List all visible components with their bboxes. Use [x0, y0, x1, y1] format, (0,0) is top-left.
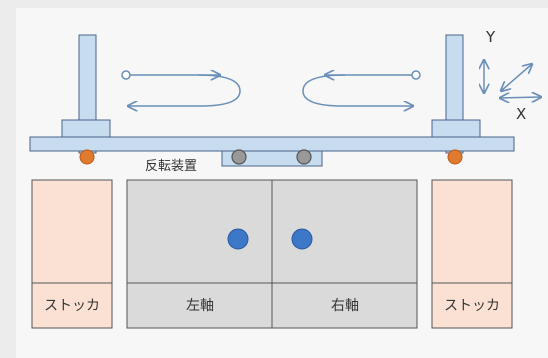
right-stocker-box [431, 179, 513, 329]
horizontal-rail [29, 136, 515, 152]
reversing-device-label: 反転装置 [145, 159, 198, 174]
left-motion-arrow [121, 71, 241, 106]
right-axis-dot [291, 228, 313, 250]
left-axis-dot [227, 228, 249, 250]
left-mount-block [61, 119, 111, 139]
xy-axis-indicator [484, 60, 541, 98]
axis-y-label: Y [486, 28, 496, 46]
axis-x-label: X [516, 105, 527, 123]
right-mount-block [431, 119, 481, 139]
left-stocker-box [31, 179, 113, 329]
reversing-device-roller-right [296, 149, 312, 165]
right-stocker-label: ストッカ [444, 298, 500, 314]
left-axis-label: 左軸 [186, 298, 214, 314]
right-axis-label: 右軸 [331, 298, 359, 314]
left-orange-joint [79, 149, 95, 165]
left-stocker-label: ストッカ [44, 298, 100, 314]
right-motion-arrow [302, 71, 421, 106]
right-orange-joint [447, 149, 463, 165]
reversing-device-roller-left [231, 149, 247, 165]
